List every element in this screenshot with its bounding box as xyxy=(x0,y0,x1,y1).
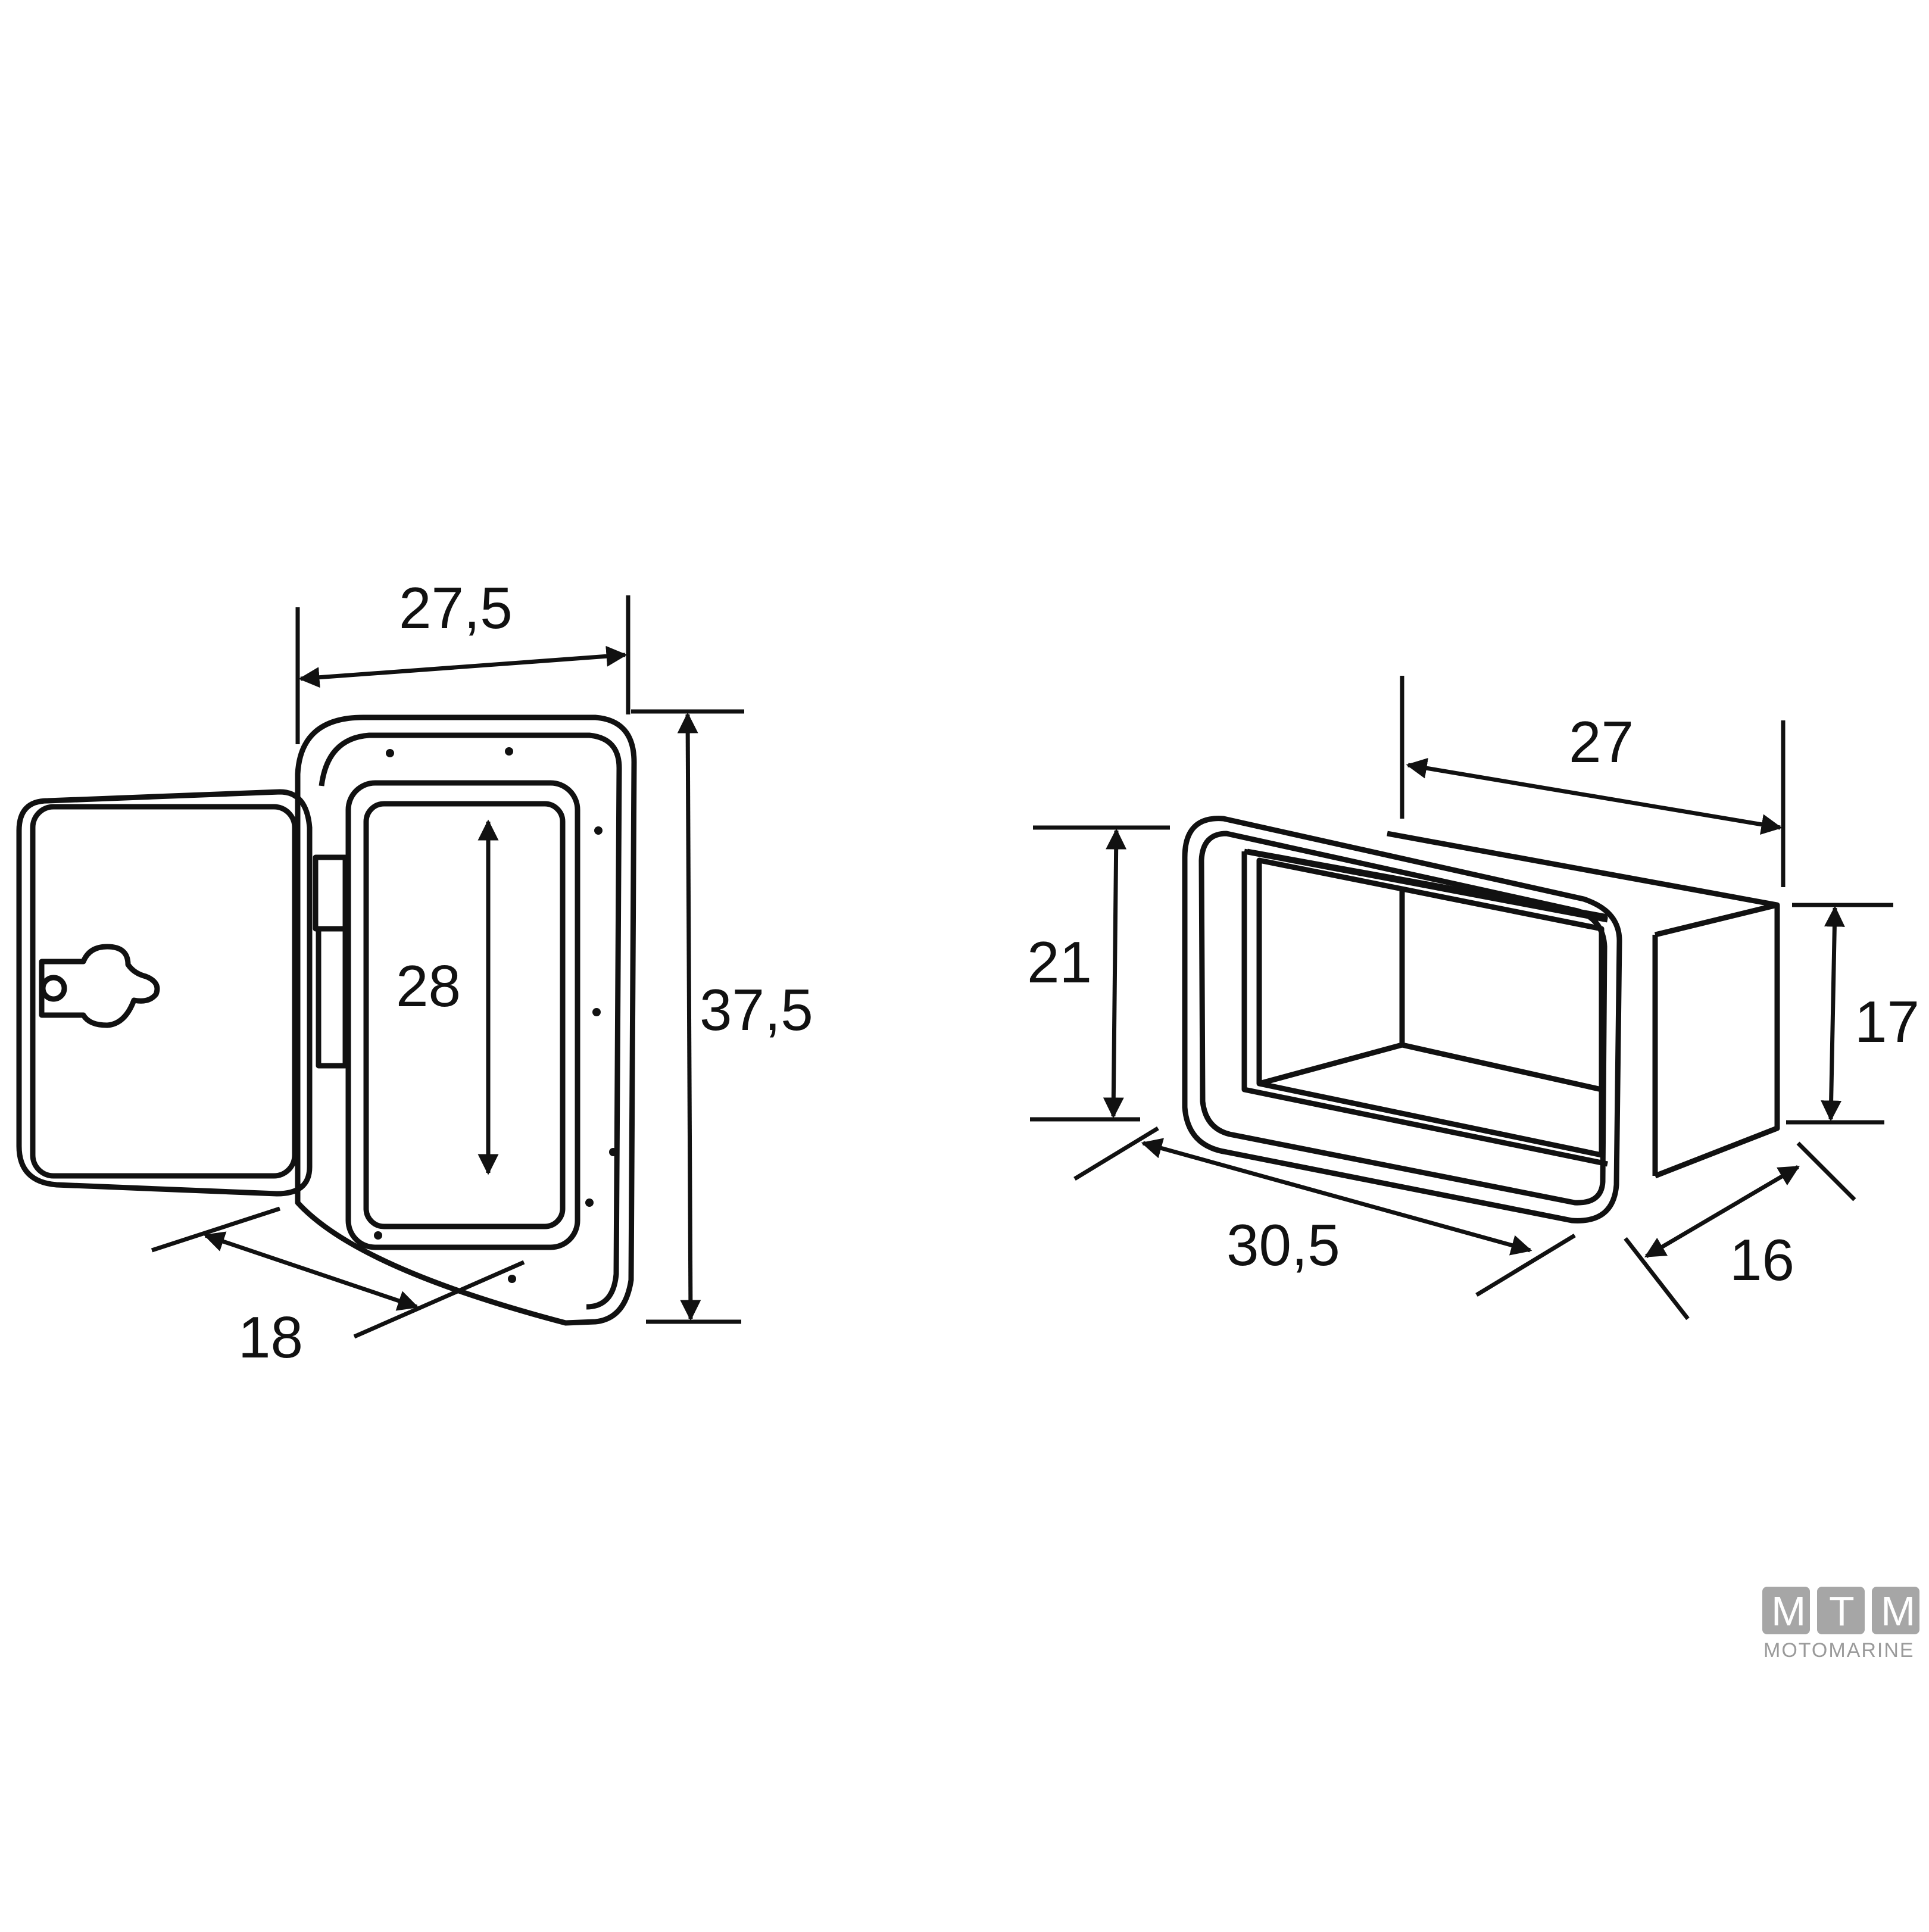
box-opening-inner xyxy=(1256,857,1605,1158)
box-dimension-labels: 27 21 17 30,5 16 xyxy=(1027,709,1919,1293)
depth-dimension-arrow xyxy=(203,1231,419,1311)
box-depth-label: 16 xyxy=(1730,1227,1794,1293)
hatch-dimension-labels: 27,5 37,5 28 18 xyxy=(238,575,813,1370)
motomarine-logo: M T M MOTOMARINE xyxy=(1762,1587,1919,1662)
hatch-with-door xyxy=(16,714,637,1326)
box-length-arrow xyxy=(1406,757,1783,835)
hatch-door-inner xyxy=(30,804,298,1179)
height-dimension-arrow xyxy=(677,712,701,1321)
box-front-flange xyxy=(1182,816,1622,1224)
hatch-depth-label: 18 xyxy=(238,1304,303,1370)
hatch-dimensions xyxy=(151,595,744,1339)
box-back-wall xyxy=(1258,887,1602,1093)
logo-letter-1: M xyxy=(1771,1588,1806,1634)
hatch-height-label: 37,5 xyxy=(700,977,813,1043)
box-dimensions xyxy=(1030,676,1893,1321)
logo-brand-text: MOTOMARINE xyxy=(1763,1639,1915,1662)
logo-letter-3: M xyxy=(1881,1588,1915,1634)
box-height-label: 21 xyxy=(1027,929,1092,995)
hatch-width-label: 27,5 xyxy=(399,575,513,641)
box-length-label: 27 xyxy=(1569,709,1634,775)
width-dimension-arrow xyxy=(298,645,628,688)
box-back-height-label: 17 xyxy=(1855,989,1919,1054)
storage-box xyxy=(1182,816,1780,1224)
logo-letter-2: T xyxy=(1829,1588,1855,1634)
box-depth-arrow xyxy=(1644,1165,1800,1259)
hatch-frame-inner-rim xyxy=(319,732,622,1310)
box-body-side xyxy=(1652,905,1780,1179)
box-back-height-arrow xyxy=(1821,906,1845,1122)
hatch-opening-rim xyxy=(345,780,580,1250)
box-front-width-arrow xyxy=(1141,1138,1532,1256)
hinge-upper xyxy=(313,854,348,932)
door-latch xyxy=(39,944,160,1028)
hatch-opening xyxy=(363,801,566,1229)
box-height-arrow xyxy=(1103,828,1127,1119)
hatch-door xyxy=(16,789,313,1197)
box-front-width-label: 30,5 xyxy=(1226,1212,1340,1278)
hatch-opening-label: 28 xyxy=(396,953,461,1019)
hinge-lower xyxy=(316,926,348,1069)
